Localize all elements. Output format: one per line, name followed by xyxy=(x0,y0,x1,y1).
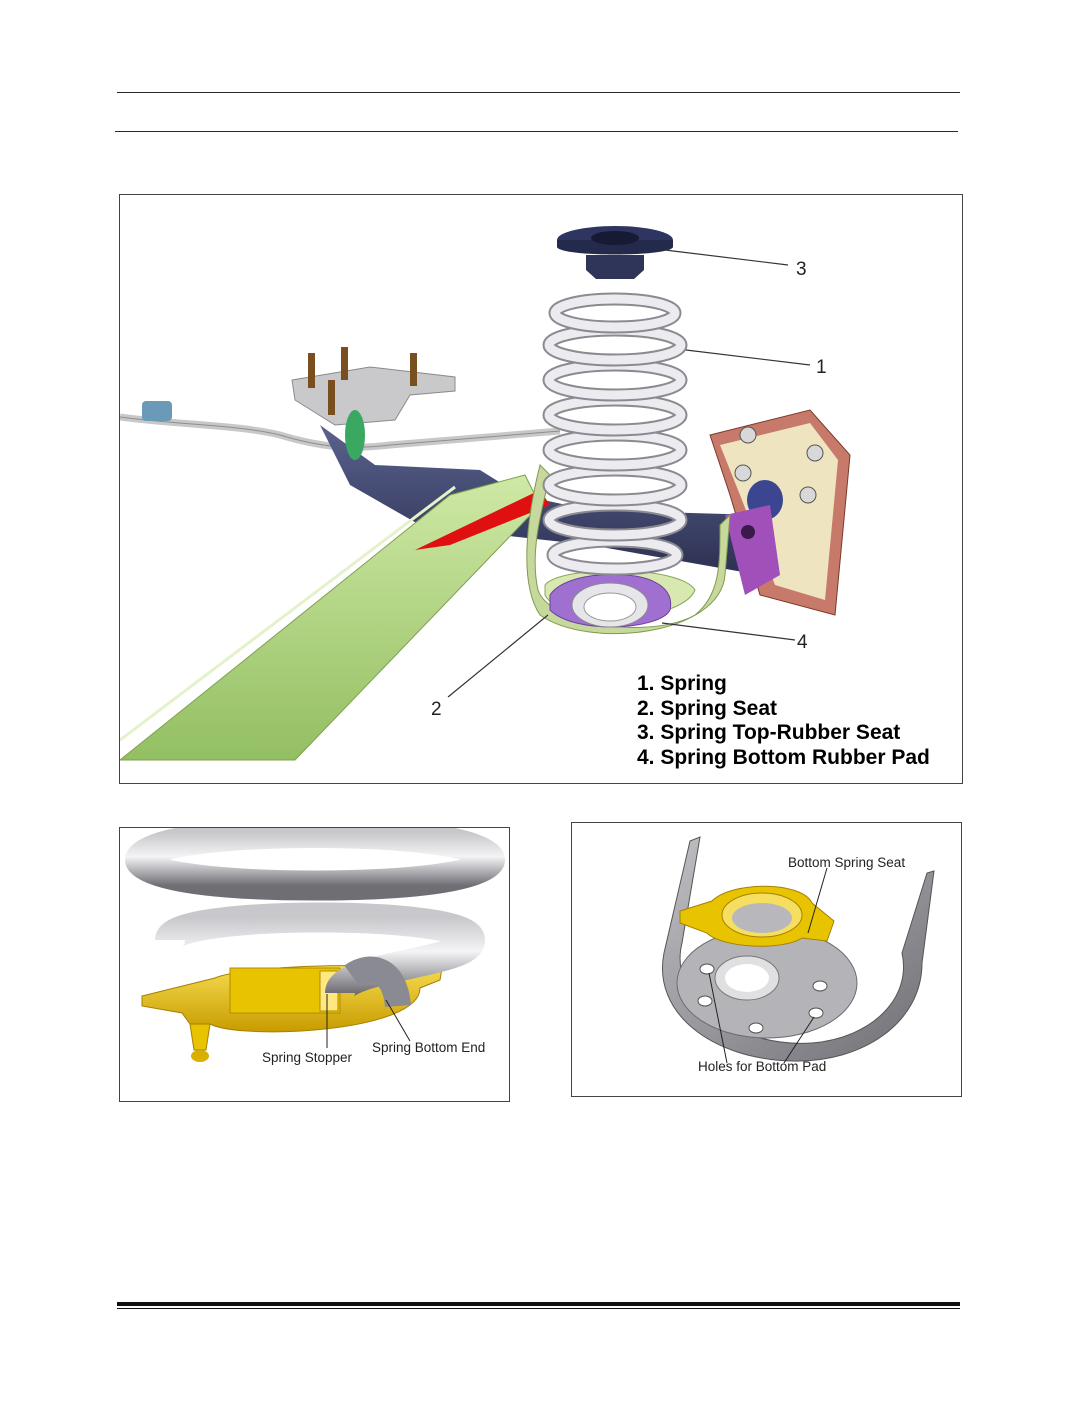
axle-beam xyxy=(120,474,541,761)
red-plate xyxy=(415,490,550,550)
clip-icon xyxy=(142,401,172,421)
label-bottom-spring-seat: Bottom Spring Seat xyxy=(788,855,905,870)
legend-item-spring: 1. Spring xyxy=(637,672,727,695)
bottom-spring-seat-figure: Bottom Spring Seat Holes for Bottom Pad xyxy=(571,822,962,1097)
legend-item-spring-seat: 2. Spring Seat xyxy=(637,696,778,720)
header-rule-top xyxy=(117,92,960,93)
header-rule-bottom xyxy=(115,131,958,132)
callout-1: 1 xyxy=(816,357,827,378)
label-holes-for-bottom-pad: Holes for Bottom Pad xyxy=(698,1059,826,1074)
label-spring-bottom-end: Spring Bottom End xyxy=(372,1040,485,1055)
callout-3: 3 xyxy=(796,259,807,280)
callout-2: 2 xyxy=(431,699,442,720)
footer-rule-thin xyxy=(117,1308,960,1309)
parts-legend: 1. Spring 2. Spring Seat 3. Spring Top-R… xyxy=(637,672,930,770)
mounting-bracket xyxy=(291,366,456,426)
spring-stopper-illustration: Spring Stopper Spring Bottom End xyxy=(124,828,506,1065)
main-figure: 3 1 4 2 1. Spring 2. Spring Seat 3. Spri… xyxy=(119,194,963,784)
callout-4: 4 xyxy=(797,632,808,653)
spring-coil-upper xyxy=(124,828,506,901)
top-rubber-seat xyxy=(557,226,673,279)
bottom-spring-seat-illustration: Bottom Spring Seat Holes for Bottom Pad xyxy=(662,836,935,1074)
spring-stopper-figure: Spring Stopper Spring Bottom End xyxy=(119,827,510,1102)
legend-item-bottom-rubber-pad: 4. Spring Bottom Rubber Pad xyxy=(637,745,930,769)
footer-rule-thick xyxy=(117,1302,960,1306)
legend-item-top-rubber-seat: 3. Spring Top-Rubber Seat xyxy=(637,721,901,744)
rear-suspension-illustration: 3 1 4 2 xyxy=(120,226,851,761)
label-spring-stopper: Spring Stopper xyxy=(262,1050,353,1065)
coil-spring xyxy=(542,292,688,576)
